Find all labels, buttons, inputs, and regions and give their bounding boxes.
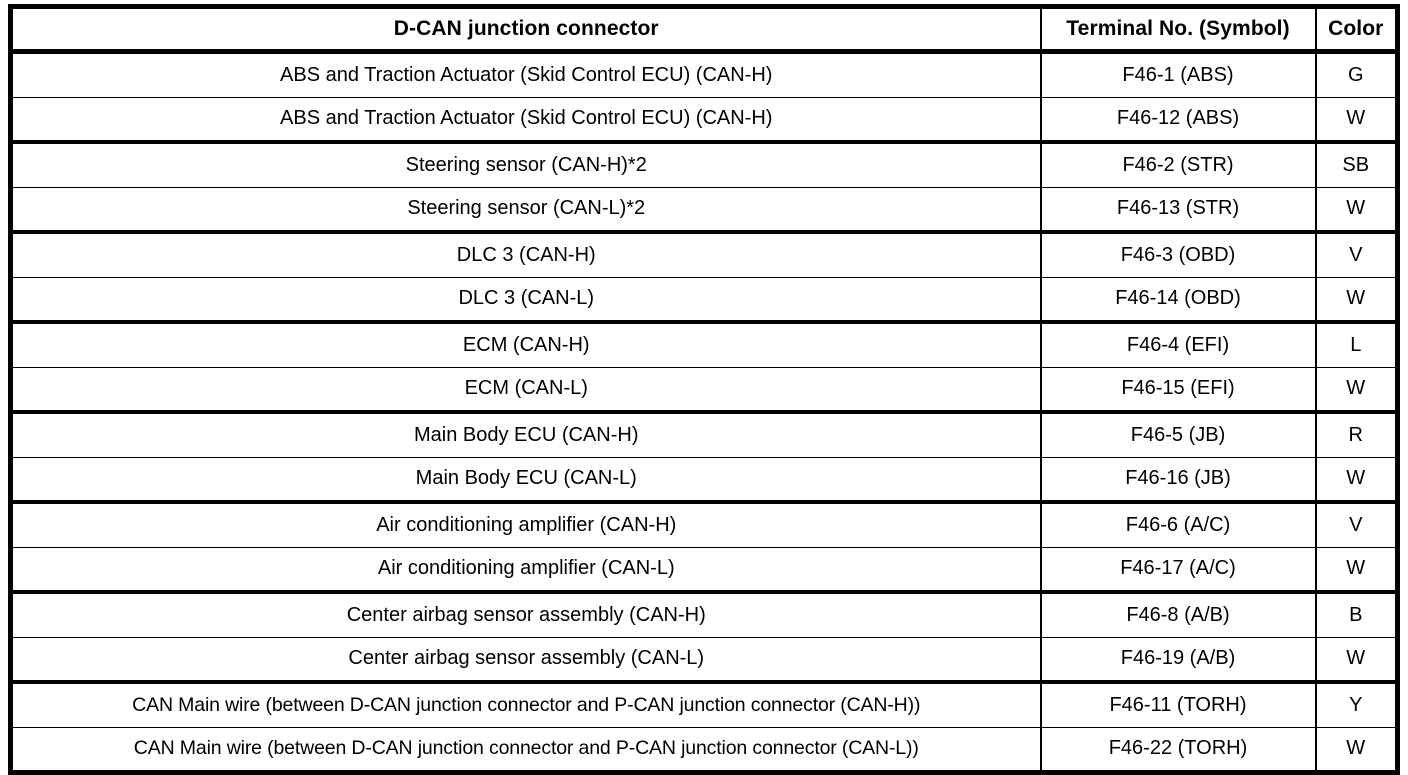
cell-connector: ABS and Traction Actuator (Skid Control … [10, 51, 1042, 98]
cell-terminal-number: F46-5 (JB) [1039, 412, 1317, 458]
cell-connector: Main Body ECU (CAN-H) [10, 412, 1042, 458]
cell-terminal-number: F46-17 (A/C) [1039, 547, 1317, 594]
cell-connector: DLC 3 (CAN-H) [10, 232, 1042, 278]
column-header-terminal: Terminal No. (Symbol) [1039, 6, 1317, 54]
cell-wire-color: W [1314, 277, 1398, 324]
cell-wire-color: B [1314, 592, 1398, 638]
cell-connector: ECM (CAN-H) [10, 322, 1042, 368]
cell-connector: Air conditioning amplifier (CAN-H) [10, 502, 1042, 548]
cell-connector: CAN Main wire (between D-CAN junction co… [10, 682, 1042, 728]
cell-wire-color: W [1314, 367, 1398, 414]
cell-connector: Center airbag sensor assembly (CAN-L) [10, 637, 1042, 684]
table-row: Main Body ECU (CAN-L)F46-16 (JB)W [10, 457, 1398, 504]
cell-wire-color: W [1314, 187, 1398, 234]
cell-terminal-number: F46-16 (JB) [1039, 457, 1317, 504]
table-header: D-CAN junction connector Terminal No. (S… [10, 6, 1398, 54]
cell-terminal-number: F46-14 (OBD) [1039, 277, 1317, 324]
cell-wire-color: L [1314, 322, 1398, 368]
dcan-junction-connector-table-container: D-CAN junction connector Terminal No. (S… [8, 4, 1400, 775]
cell-terminal-number: F46-3 (OBD) [1039, 232, 1317, 278]
table-row: DLC 3 (CAN-H)F46-3 (OBD)V [10, 232, 1398, 278]
table-row: DLC 3 (CAN-L)F46-14 (OBD)W [10, 277, 1398, 324]
table-row: Center airbag sensor assembly (CAN-H)F46… [10, 592, 1398, 638]
cell-terminal-number: F46-11 (TORH) [1039, 682, 1317, 728]
cell-connector: Center airbag sensor assembly (CAN-H) [10, 592, 1042, 638]
column-header-connector: D-CAN junction connector [10, 6, 1042, 54]
cell-terminal-number: F46-15 (EFI) [1039, 367, 1317, 414]
table-row: Center airbag sensor assembly (CAN-L)F46… [10, 637, 1398, 684]
cell-connector: Steering sensor (CAN-H)*2 [10, 142, 1042, 188]
cell-terminal-number: F46-6 (A/C) [1039, 502, 1317, 548]
cell-wire-color: W [1314, 457, 1398, 504]
cell-connector: DLC 3 (CAN-L) [10, 277, 1042, 324]
cell-wire-color: SB [1314, 142, 1398, 188]
table-row: ABS and Traction Actuator (Skid Control … [10, 51, 1398, 98]
table-row: ABS and Traction Actuator (Skid Control … [10, 97, 1398, 144]
column-header-color: Color [1314, 6, 1398, 54]
cell-wire-color: V [1314, 502, 1398, 548]
cell-terminal-number: F46-4 (EFI) [1039, 322, 1317, 368]
table-header-row: D-CAN junction connector Terminal No. (S… [10, 6, 1398, 54]
cell-connector: Air conditioning amplifier (CAN-L) [10, 547, 1042, 594]
cell-connector: Steering sensor (CAN-L)*2 [10, 187, 1042, 234]
table-row: ECM (CAN-L)F46-15 (EFI)W [10, 367, 1398, 414]
cell-connector: Main Body ECU (CAN-L) [10, 457, 1042, 504]
cell-wire-color: W [1314, 637, 1398, 684]
cell-connector: ECM (CAN-L) [10, 367, 1042, 414]
table-row: ECM (CAN-H)F46-4 (EFI)L [10, 322, 1398, 368]
cell-terminal-number: F46-8 (A/B) [1039, 592, 1317, 638]
table-row: Air conditioning amplifier (CAN-H)F46-6 … [10, 502, 1398, 548]
dcan-junction-connector-table: D-CAN junction connector Terminal No. (S… [8, 4, 1400, 775]
cell-terminal-number: F46-2 (STR) [1039, 142, 1317, 188]
cell-terminal-number: F46-12 (ABS) [1039, 97, 1317, 144]
table-row: Air conditioning amplifier (CAN-L)F46-17… [10, 547, 1398, 594]
cell-wire-color: R [1314, 412, 1398, 458]
cell-connector: ABS and Traction Actuator (Skid Control … [10, 97, 1042, 144]
table-body: ABS and Traction Actuator (Skid Control … [10, 51, 1398, 773]
cell-wire-color: V [1314, 232, 1398, 278]
cell-wire-color: W [1314, 97, 1398, 144]
cell-wire-color: W [1314, 547, 1398, 594]
cell-terminal-number: F46-1 (ABS) [1039, 51, 1317, 98]
table-row: Main Body ECU (CAN-H)F46-5 (JB)R [10, 412, 1398, 458]
table-row: CAN Main wire (between D-CAN junction co… [10, 682, 1398, 728]
cell-wire-color: Y [1314, 682, 1398, 728]
cell-terminal-number: F46-19 (A/B) [1039, 637, 1317, 684]
cell-terminal-number: F46-13 (STR) [1039, 187, 1317, 234]
cell-wire-color: G [1314, 51, 1398, 98]
